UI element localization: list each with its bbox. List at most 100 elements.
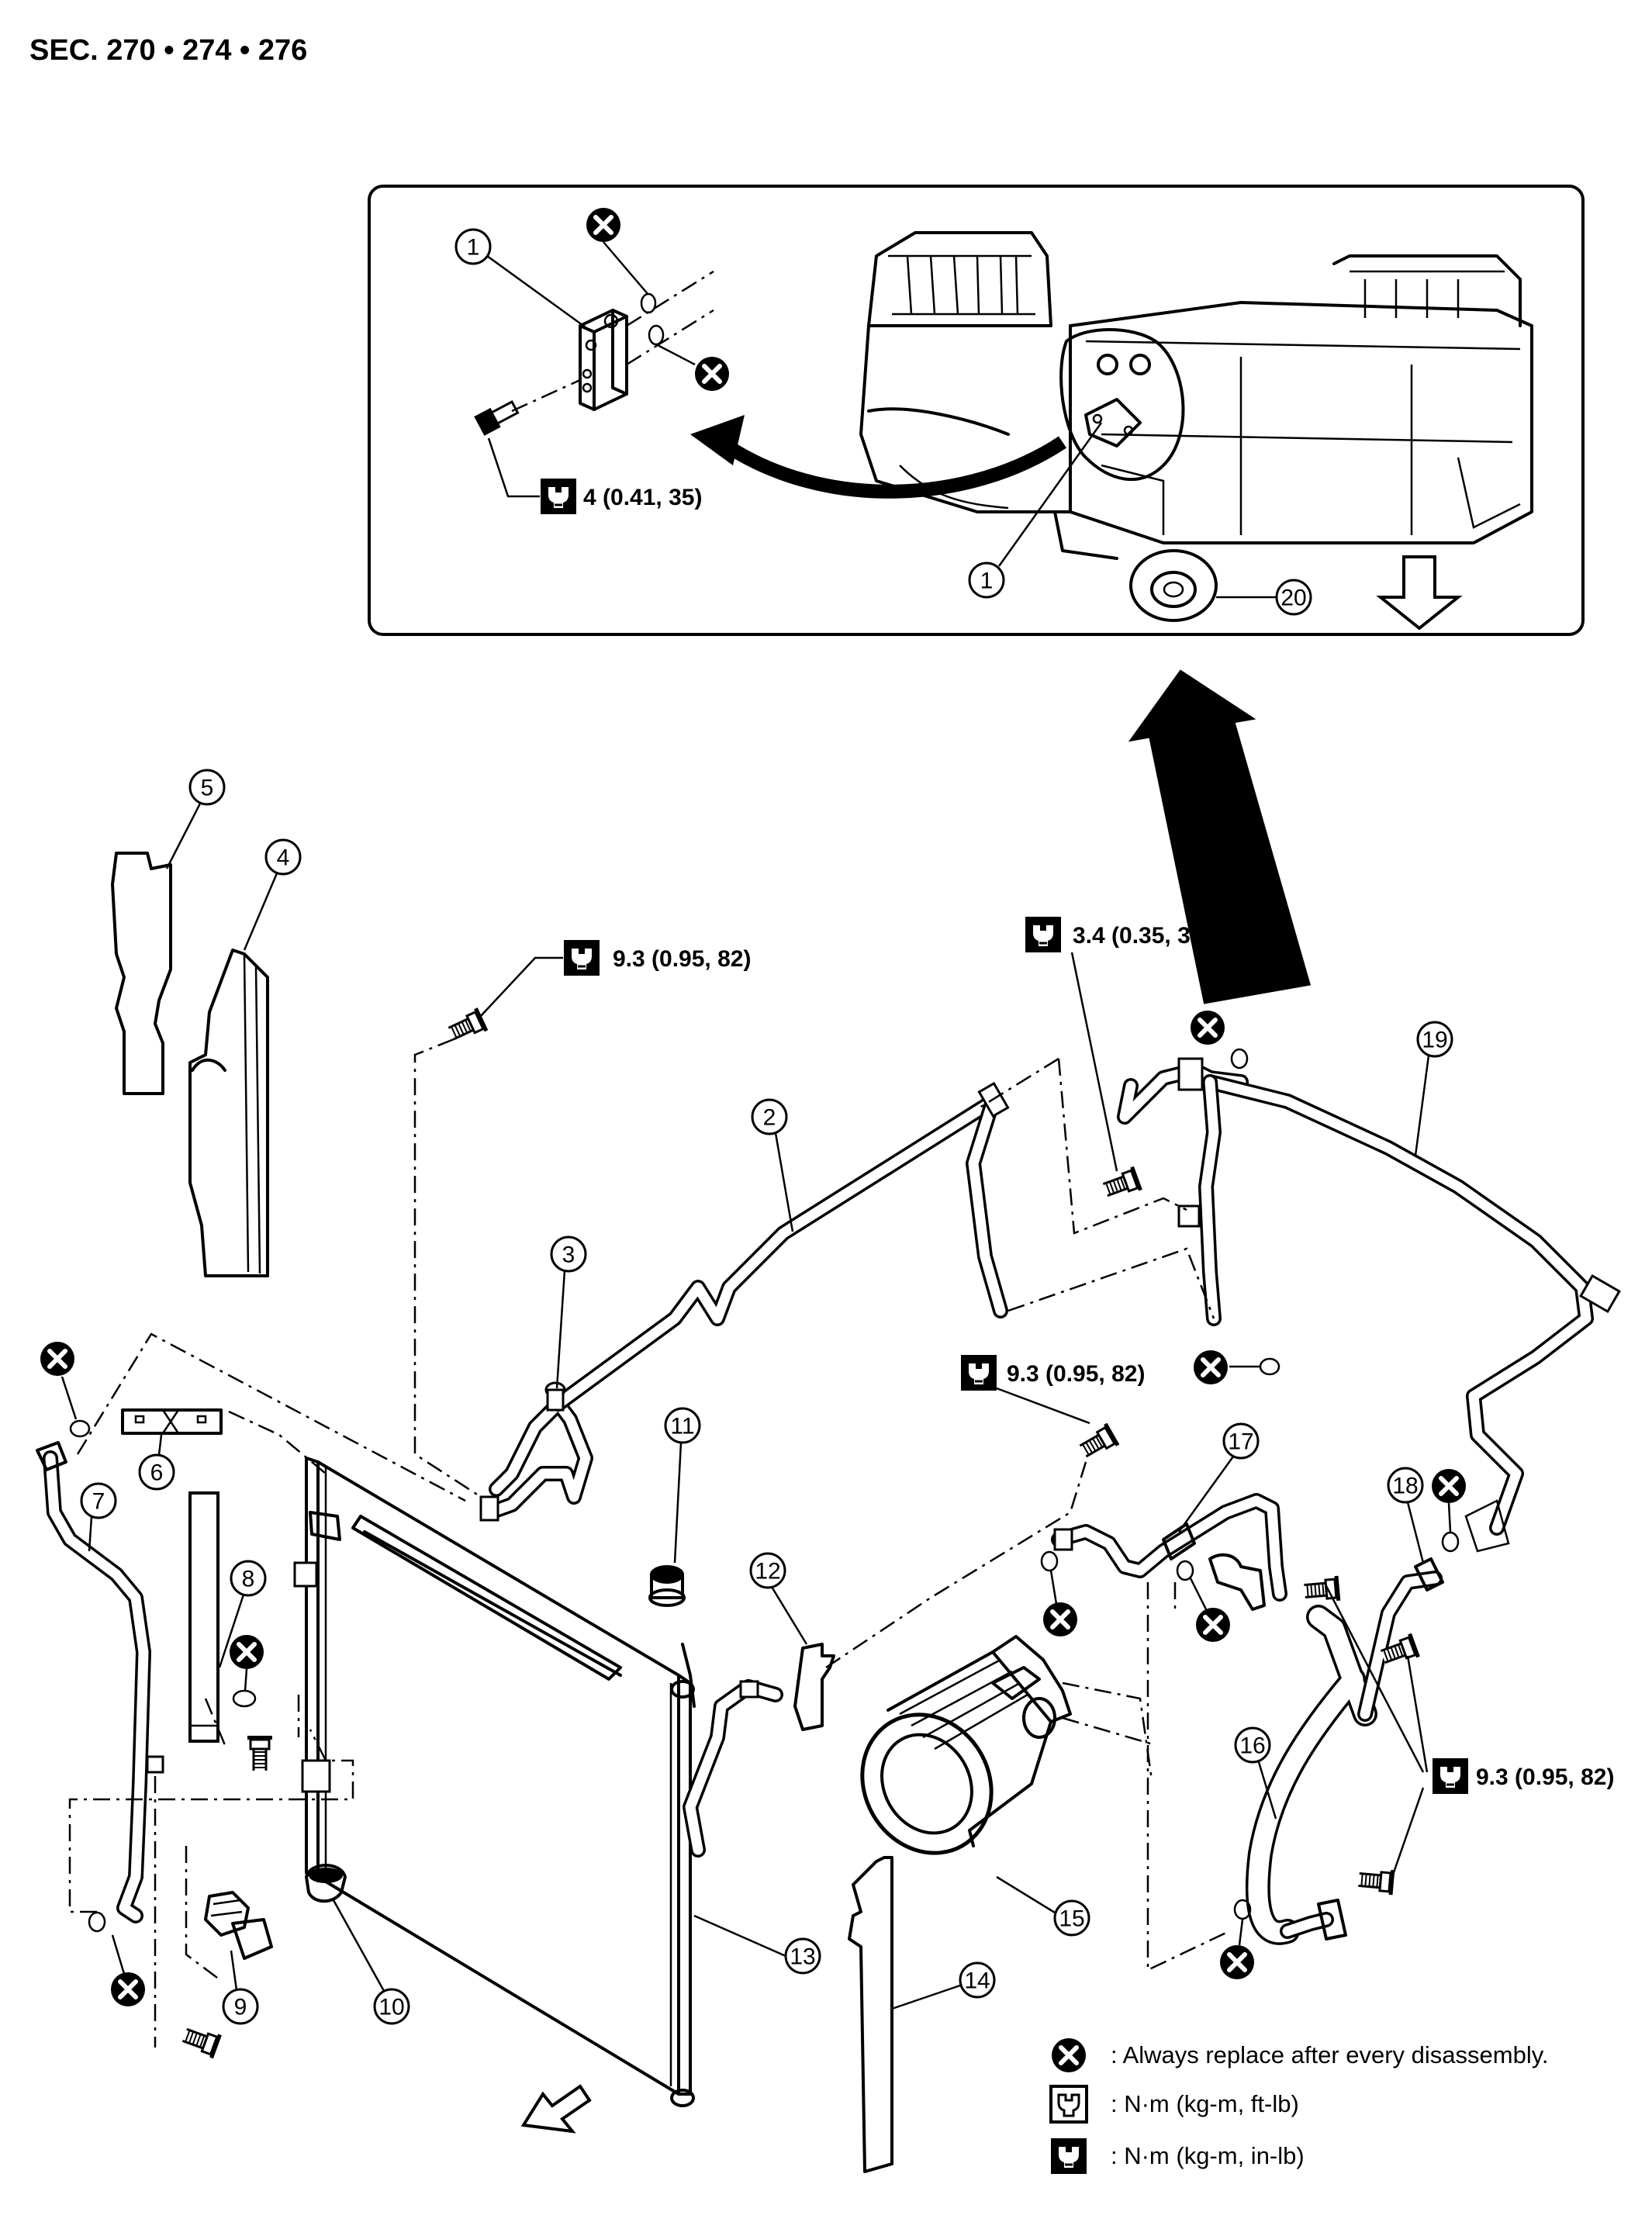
torque-inlb-icon: [1024, 915, 1063, 954]
o-ring: [1441, 1531, 1460, 1553]
bracket-part-6: [121, 1408, 223, 1435]
callout-12-label: 12: [755, 1559, 780, 1585]
callout-6-label: 6: [150, 1460, 164, 1486]
bolt: [179, 2022, 223, 2060]
bracket-12: [793, 1643, 835, 1731]
bolt: [1100, 1165, 1144, 1203]
cushion-10: [305, 1864, 347, 1903]
replace-x-icon: [1432, 1469, 1466, 1503]
callout-5: [188, 769, 226, 806]
torque-expansion-valve: 4 (0.41, 35): [583, 485, 702, 510]
front-arrow-icon: [520, 2084, 592, 2134]
o-ring: [88, 1911, 106, 1933]
torque-inlb-icon: [562, 938, 601, 977]
o-ring: [69, 1419, 91, 1438]
seal-part-4: [188, 949, 269, 1277]
replace-x-icon: [1043, 1602, 1077, 1636]
callout-1-label: 1: [980, 569, 994, 594]
callout-8-label: 8: [242, 1567, 255, 1592]
high-pressure-pipe-7: [36, 1441, 164, 1923]
callout-1: [454, 228, 492, 265]
torque-ftlb-icon: [1049, 2085, 1088, 2124]
down-arrow-icon: [1376, 555, 1463, 631]
callout-3-label: 3: [562, 1242, 575, 1268]
replace-x-icon: [1220, 1945, 1254, 1979]
callout-5-label: 5: [201, 776, 214, 801]
torque-upper-left: 9.3 (0.95, 82): [613, 946, 751, 972]
heater-cooling-unit: [859, 231, 1533, 622]
callout-20-label: 20: [1280, 586, 1306, 611]
callout-10: [373, 1988, 410, 2025]
callout-8: [230, 1560, 267, 1597]
callout-16-label: 16: [1239, 1733, 1265, 1759]
replace-x-icon: [111, 1972, 145, 2006]
o-ring: [1176, 1560, 1194, 1581]
curved-arrow: [717, 436, 1066, 499]
legend-ftlb: : N·m (kg-m, ft-lb): [1111, 2090, 1299, 2117]
callout-15-label: 15: [1059, 1906, 1084, 1932]
replace-x-icon: [1052, 2038, 1086, 2072]
curved-arrow-head: [690, 415, 745, 465]
callout-6: [138, 1453, 175, 1491]
callout-11: [664, 1407, 701, 1444]
o-ring: [640, 292, 657, 314]
callout-17-label: 17: [1228, 1429, 1253, 1455]
callout-19: [1416, 1021, 1453, 1058]
callout-16: [1234, 1726, 1271, 1764]
legend-inlb: : N·m (kg-m, in-lb): [1111, 2142, 1305, 2169]
callout-10-label: 10: [378, 1995, 404, 2020]
callout-18-label: 18: [1392, 1474, 1418, 1499]
torque-upper-right: 3.4 (0.35, 30): [1073, 923, 1211, 949]
bolt: [1075, 1422, 1121, 1464]
o-ring: [1259, 1357, 1280, 1376]
o-ring: [648, 324, 665, 346]
callout-17: [1222, 1422, 1260, 1460]
torque-inlb-icon: [539, 477, 578, 516]
o-ring: [232, 1689, 257, 1708]
section-title: SEC. 270 • 274 • 276: [29, 34, 307, 67]
callout-9-label: 9: [234, 1995, 247, 2020]
legend: : Always replace after every disassembly…: [1049, 2038, 1549, 2176]
callout-4: [264, 838, 302, 876]
torque-inlb-icon: [1431, 1757, 1470, 1795]
discharge-hose-17: [1051, 1493, 1287, 1611]
replace-x-icon: [1194, 1350, 1228, 1384]
callout-12: [749, 1552, 786, 1589]
replace-x-icon: [230, 1635, 264, 1669]
torque-middle: 9.3 (0.95, 82): [1007, 1361, 1145, 1387]
callout-19-label: 19: [1422, 1028, 1447, 1053]
callout-7: [80, 1482, 117, 1519]
callout-9: [222, 1988, 259, 2025]
cushion-11: [648, 1565, 686, 1607]
torque-right: 9.3 (0.95, 82): [1476, 1764, 1614, 1790]
replace-x-icon: [1196, 1608, 1230, 1642]
callout-1: [968, 562, 1005, 599]
callout-4-label: 4: [277, 845, 290, 871]
callout-2-label: 2: [763, 1105, 776, 1131]
torque-inlb-icon: [1049, 2137, 1088, 2176]
replace-x-icon: [40, 1342, 74, 1376]
callout-11-label: 11: [670, 1414, 694, 1439]
callout-14: [959, 1961, 996, 1999]
leader-line: [487, 437, 540, 498]
callout-1-label: 1: [467, 235, 480, 261]
condenser-13: [293, 1457, 696, 2107]
replace-x-icon: [586, 208, 620, 242]
replace-x-icon: [695, 357, 729, 391]
bolt: [246, 1734, 274, 1772]
callout-7-label: 7: [92, 1489, 105, 1515]
bolt: [1357, 1865, 1396, 1896]
callout-13-label: 13: [790, 1944, 815, 1970]
torque-inlb-icon: [959, 1353, 998, 1392]
seal-part-8: [188, 1491, 219, 1743]
high-pressure-pipe: [683, 1679, 783, 1858]
hose-16: [1245, 1557, 1444, 1945]
valve-bolt: [474, 400, 520, 436]
callout-2: [751, 1098, 788, 1135]
low-pressure-hose-19: [1117, 1057, 1621, 1553]
large-pointer-arrow: [1128, 669, 1312, 1004]
callout-15: [1053, 1899, 1090, 1937]
inset-frame: [368, 185, 1585, 636]
low-pressure-pipe-2: [479, 1081, 1010, 1522]
bolt: [1302, 1574, 1342, 1605]
